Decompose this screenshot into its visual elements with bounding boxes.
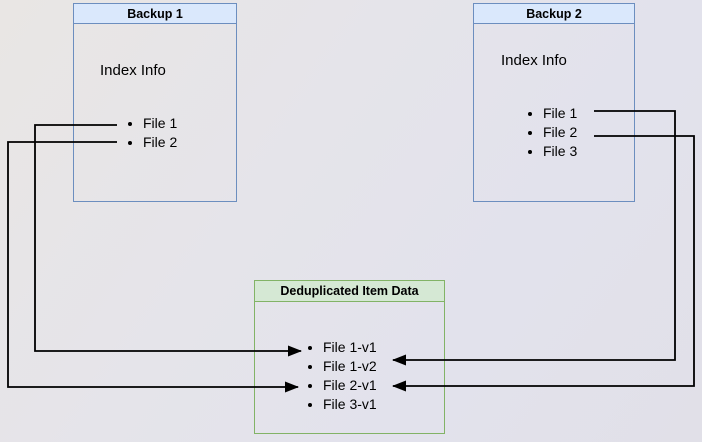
backup1-file-list: File 1File 2 [74,114,177,152]
backup1-title: Backup 1 [74,4,236,24]
list-item: File 1-v2 [323,357,377,376]
list-item: File 2 [143,133,177,152]
backup2-box: Backup 2 Index Info File 1File 2File 3 [473,3,635,202]
dedup-title: Deduplicated Item Data [255,281,444,302]
backup2-index-info-label: Index Info [501,52,567,69]
list-item: File 1 [143,114,177,133]
backup1-body: Index Info File 1File 2 [74,24,236,200]
list-item: File 2-v1 [323,376,377,395]
dedup-body: File 1-v1File 1-v2File 2-v1File 3-v1 [255,302,444,433]
backup2-body: Index Info File 1File 2File 3 [474,24,634,200]
backup1-box: Backup 1 Index Info File 1File 2 [73,3,237,202]
list-item: File 1-v1 [323,338,377,357]
list-item: File 2 [543,123,577,142]
backup2-title: Backup 2 [474,4,634,24]
list-item: File 1 [543,104,577,123]
dedup-box: Deduplicated Item Data File 1-v1File 1-v… [254,280,445,434]
dedup-file-list: File 1-v1File 1-v2File 2-v1File 3-v1 [255,338,377,414]
list-item: File 3-v1 [323,395,377,414]
backup2-file-list: File 1File 2File 3 [474,104,577,161]
backup1-index-info-label: Index Info [100,62,166,79]
list-item: File 3 [543,142,577,161]
